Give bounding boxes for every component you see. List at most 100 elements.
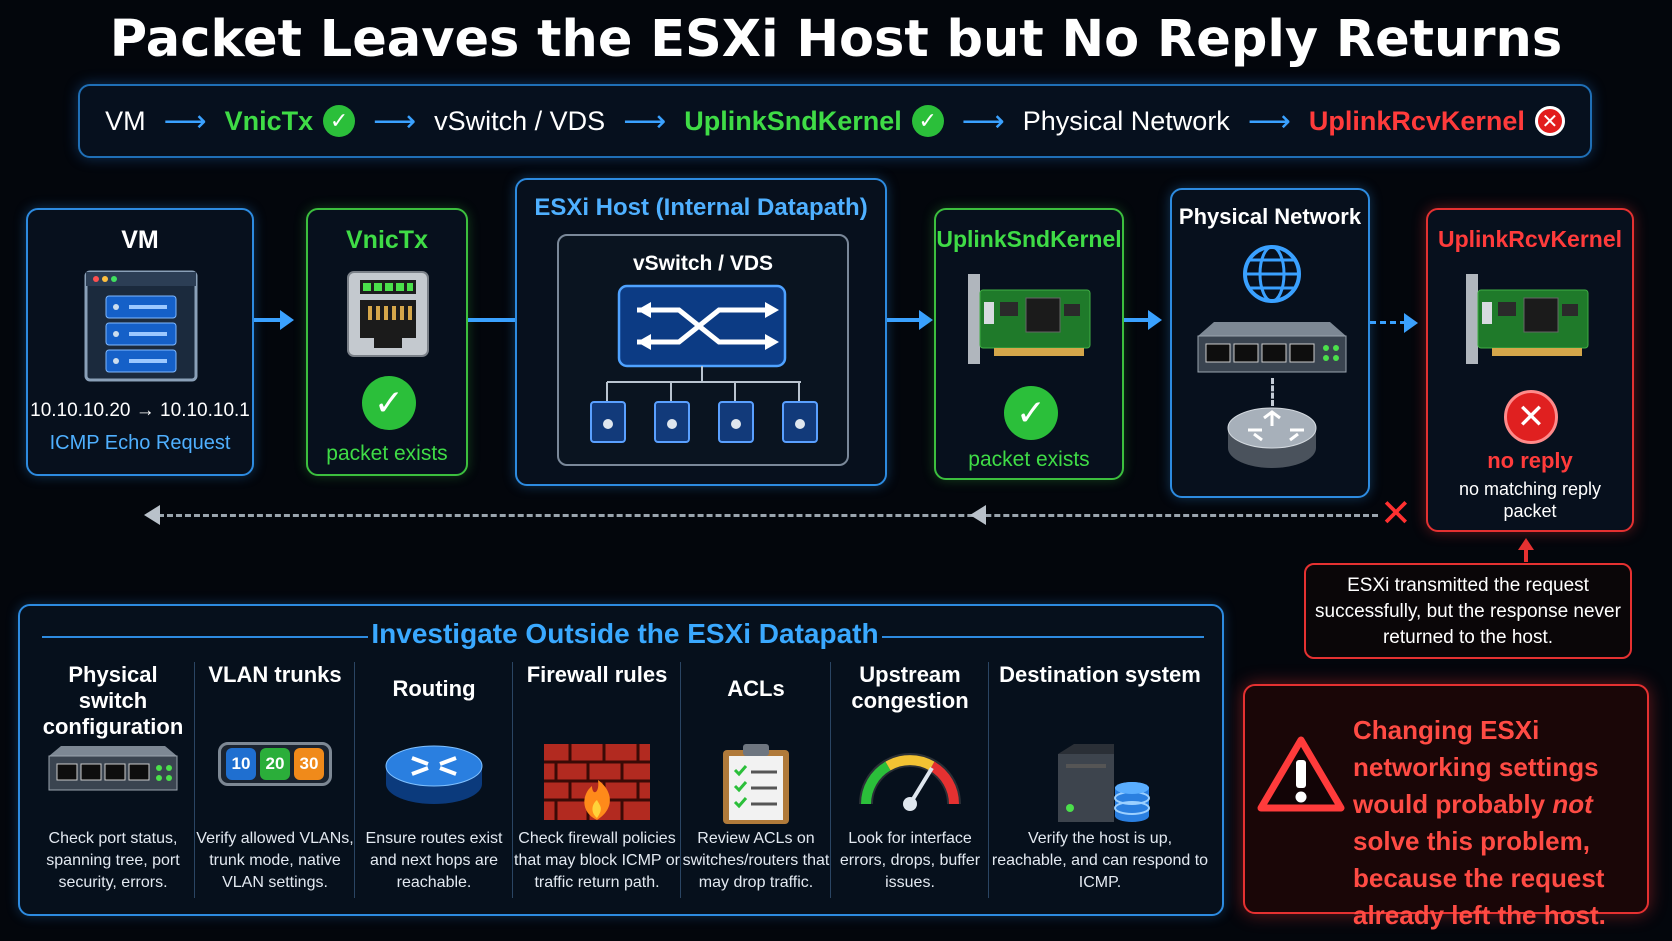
server-icon (84, 270, 198, 382)
uplinksnd-title: UplinkSndKernel (936, 226, 1122, 252)
divider (42, 636, 368, 638)
warning-text: Changing ESXi networking settings would … (1353, 712, 1643, 934)
investigate-item-title: VLAN trunks (208, 662, 342, 687)
investigate-item-desc: Look for interface errors, drops, buffer… (839, 830, 981, 891)
flow-arrow (1124, 310, 1162, 330)
flow-arrow (887, 310, 933, 330)
investigate-item-desc: Review ACLs on switches/routers that may… (682, 830, 830, 891)
investigate-item-title: ACLs (727, 676, 785, 701)
investigate-item-desc: Verify the host is up, reachable, and ca… (991, 830, 1209, 891)
switch-icon (590, 284, 818, 443)
uplinkrcv-status: no reply (1487, 448, 1573, 473)
router-icon (382, 742, 486, 811)
flow-step: vSwitch / VDS (434, 106, 605, 137)
investigate-item-title: Destination system (999, 662, 1201, 687)
column-divider (354, 662, 355, 898)
vnictx-status: packet exists (326, 442, 448, 465)
vnictx-panel: VnicTx ✓ packet exists (306, 208, 468, 476)
esxi-title: ESXi Host (Internal Datapath) (534, 194, 868, 221)
arrow-shaft (1524, 548, 1528, 562)
uplinkrcv-panel: UplinkRcvKernel ✕ no reply no matching r… (1426, 208, 1634, 532)
flow-step-label: VnicTx (224, 105, 314, 136)
investigate-item-title: Upstream congestion (851, 662, 969, 713)
vlan-tag: 20 (260, 748, 290, 780)
vnictx-title: VnicTx (346, 226, 428, 254)
dashed-arrow (1370, 321, 1406, 324)
investigate-item-title: Routing (392, 676, 476, 701)
vm-title: VM (121, 226, 159, 254)
vm-panel: VM 10.10.10.20 → 10.10.10.1 ICMP Echo Re… (26, 208, 254, 476)
warning-line1: Changing ESXi networking settings would … (1353, 715, 1599, 819)
column-divider (512, 662, 513, 898)
nic-card-icon (1466, 274, 1589, 364)
vlan-tag: 10 (226, 748, 256, 780)
uplinkrcv-detail: no matching reply packet (1458, 479, 1602, 521)
x-icon: ✕ (1534, 106, 1565, 136)
check-icon: ✓ (1004, 386, 1058, 440)
column-divider (680, 662, 681, 898)
flow-arrow-icon: ⟶ (961, 104, 1005, 138)
arrow-head (1404, 313, 1418, 333)
column-divider (830, 662, 831, 898)
return-path (158, 514, 1378, 517)
router-icon (1227, 407, 1317, 468)
flow-step-label: vSwitch / VDS (434, 105, 606, 136)
flow-arrow-icon: ⟶ (623, 104, 667, 138)
flow-step: VnicTx ✓ (225, 105, 356, 137)
vlan-tag: 30 (294, 748, 324, 780)
warning-emphasis: not (1552, 789, 1593, 819)
investigate-item-desc: Ensure routes exist and next hops are re… (365, 830, 503, 891)
x-icon: ✕ (1504, 390, 1558, 444)
column-divider (194, 662, 195, 898)
investigate-item-desc: Check firewall policies that may block I… (514, 830, 680, 891)
investigate-item-desc: Verify allowed VLANs, trunk mode, native… (196, 830, 354, 891)
warning-box: Changing ESXi networking settings would … (1243, 684, 1649, 930)
esxi-host-panel: ESXi Host (Internal Datapath) vSwitch / … (515, 178, 887, 486)
globe-icon (1243, 245, 1301, 303)
physical-network-panel: Physical Network (1170, 188, 1370, 498)
investigate-item-desc: Check port status, spanning tree, port s… (46, 830, 180, 891)
check-icon: ✓ (362, 376, 416, 430)
ethernet-port-icon (347, 271, 429, 357)
arrow-head (144, 505, 160, 525)
flow-step: Physical Network (1023, 106, 1230, 137)
nic-card-icon (968, 274, 1091, 364)
vm-proto: ICMP Echo Request (49, 432, 231, 454)
flow-arrow (254, 310, 294, 330)
uplinksnd-status: packet exists (968, 448, 1090, 471)
clipboard-icon (721, 742, 791, 831)
flow-arrow-icon: ⟶ (1247, 104, 1291, 138)
investigate-panel: Investigate Outside the ESXi Datapath Ph… (18, 604, 1224, 916)
flow-step-label: UplinkSndKernel (684, 105, 902, 136)
page-title: Packet Leaves the ESXi Host but No Reply… (109, 10, 1563, 69)
arrow-head (1518, 538, 1534, 550)
arrow-head (970, 505, 986, 525)
flow-arrow-icon: ⟶ (163, 104, 207, 138)
gauge-icon (858, 742, 962, 817)
flow-step: VM (105, 106, 146, 137)
check-icon: ✓ (911, 105, 944, 137)
uplinksnd-panel: UplinkSndKernel ✓ packet exists (934, 208, 1124, 480)
vswitch-title: vSwitch / VDS (632, 252, 774, 275)
flow-step: UplinkRcvKernel✕ (1309, 106, 1565, 137)
vswitch-box: vSwitch / VDS (557, 234, 849, 466)
flow-step: UplinkSndKernel ✓ (684, 105, 944, 137)
note-box: ESXi transmitted the request successfull… (1304, 563, 1632, 659)
warning-icon (1257, 736, 1345, 812)
flow-step-label: VM (105, 105, 146, 136)
column-divider (988, 662, 989, 898)
check-icon: ✓ (323, 105, 356, 137)
switch-icon (1197, 322, 1347, 373)
investigate-item-title: Physical switch configuration (42, 662, 184, 739)
investigate-title: Investigate Outside the ESXi Datapath (371, 618, 879, 649)
flow-arrow-icon: ⟶ (373, 104, 417, 138)
vm-ips: 10.10.10.20 → 10.10.10.1 (30, 400, 250, 421)
uplinkrcv-title: UplinkRcvKernel (1437, 226, 1623, 252)
